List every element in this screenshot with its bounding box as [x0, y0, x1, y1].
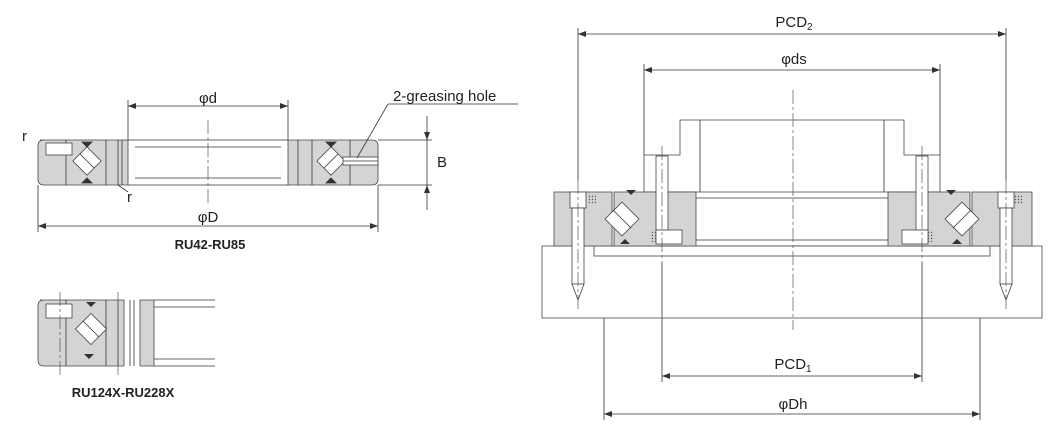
large-bearing-caption: RU124X-RU228X: [72, 385, 175, 400]
small-bearing-section: [37, 100, 518, 232]
radius-label-top: r: [22, 128, 27, 145]
pcd2-label: PCD2: [775, 14, 813, 33]
mounting-assembly: [541, 28, 1043, 420]
greasing-hole-label: 2-greasing hole: [393, 88, 496, 105]
small-bearing-caption: RU42-RU85: [175, 237, 246, 252]
roller-right: [316, 146, 346, 176]
outer-diameter-label: φD: [198, 209, 219, 226]
width-label: B: [437, 154, 447, 171]
large-bearing-section: [37, 292, 215, 376]
ds-label: φds: [781, 51, 807, 68]
roller-left: [72, 146, 102, 176]
inner-diameter-label: φd: [199, 90, 217, 107]
dh-label: φDh: [779, 396, 808, 413]
radius-label-bottom: r: [127, 189, 132, 206]
pcd1-label: PCD1: [774, 356, 812, 375]
